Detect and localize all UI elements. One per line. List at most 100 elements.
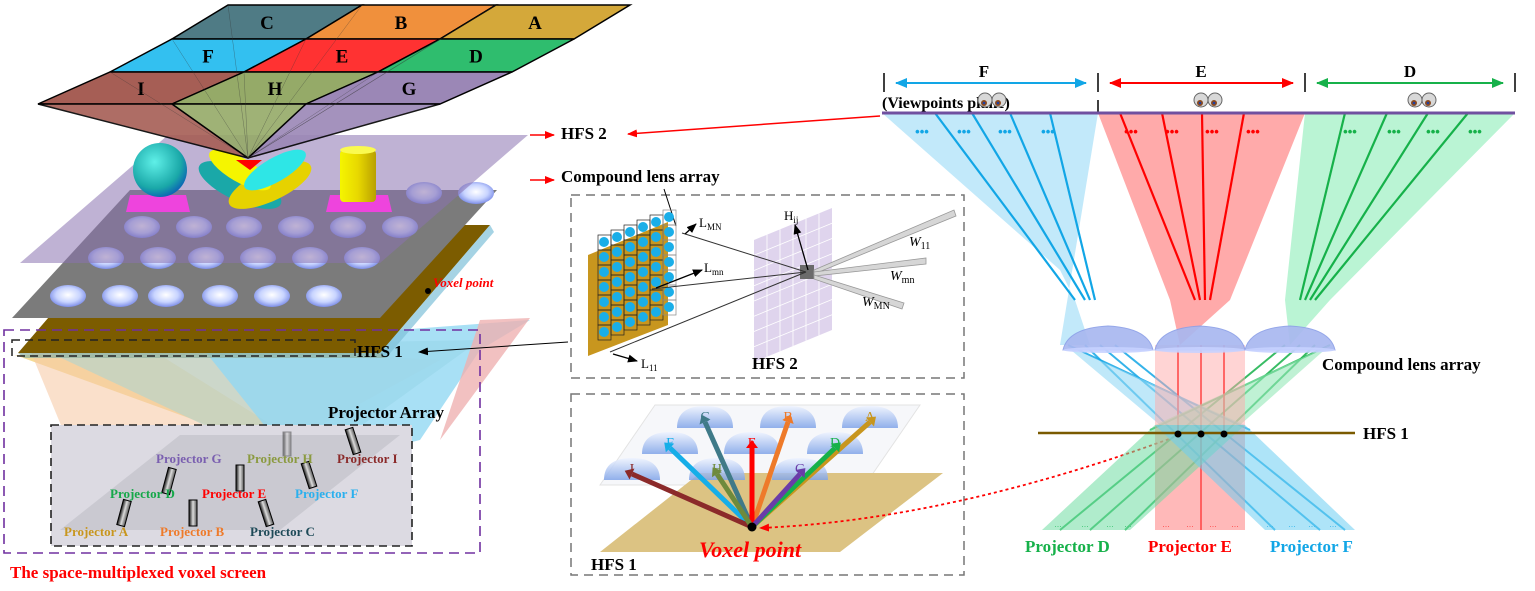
ray-l11	[609, 271, 807, 353]
right-compound-lenses	[1062, 325, 1336, 353]
fan-d	[1285, 113, 1515, 345]
lens-dot	[612, 262, 622, 272]
ellipsis-mark: •••	[1205, 124, 1219, 139]
viewpoint-cell-label-i: I	[137, 79, 144, 100]
ellipsis-mark: •••	[957, 124, 971, 139]
ellipsis-mark: •••	[1468, 124, 1482, 139]
projector-array-frame	[50, 424, 413, 547]
projector-i-device	[344, 426, 362, 456]
projector-array-label: Projector Array	[328, 403, 444, 422]
lens-dot	[664, 257, 674, 267]
ellipsis-mark: •••	[998, 124, 1012, 139]
lens-dot	[664, 272, 674, 282]
viewpoint-cell-label-g: G	[402, 79, 417, 100]
lens-dot	[599, 282, 609, 292]
lens-dot	[638, 222, 648, 232]
lens-dot	[651, 277, 661, 287]
lens-dot	[625, 317, 635, 327]
voxel-point-dot-detail	[747, 522, 757, 532]
ray-lmn	[651, 271, 807, 290]
projector-e-device	[235, 464, 245, 492]
viewpoint-cell-label-f: F	[202, 47, 214, 68]
hfs1-detail-label: HFS 1	[591, 555, 637, 574]
lens-dot	[664, 242, 674, 252]
ray-c	[702, 420, 755, 529]
projector-d-label-right: Projector D	[1025, 537, 1110, 556]
ellipsis-mark: •••	[1343, 124, 1357, 139]
viewpoint-ray	[1303, 112, 1389, 301]
viewpoint-cell-label-a: A	[528, 13, 542, 34]
projector-f-device	[300, 460, 318, 490]
lens-dome-a	[842, 406, 898, 428]
viewpoint-ray	[1298, 112, 1347, 301]
lens-dot	[638, 297, 648, 307]
ellipsis-mark: •••	[1387, 124, 1401, 139]
lens-dot	[599, 252, 609, 262]
lmn-label: Lmn	[704, 260, 724, 277]
ray-f	[668, 446, 754, 529]
projector-h-device	[282, 431, 292, 457]
wmn-label: Wmn	[890, 269, 914, 286]
hfs2-label: HFS 2	[561, 124, 607, 143]
lens-dot	[625, 242, 635, 252]
projector-c-device	[257, 498, 275, 528]
wMN-label: WMN	[862, 295, 890, 312]
lens-dot	[625, 287, 635, 297]
zone-f-label: F	[979, 62, 989, 81]
detail-box-bottom	[570, 393, 965, 576]
l11-label: L11	[641, 356, 658, 373]
hfs1-dashed-box	[11, 339, 356, 357]
lens-dot	[664, 212, 674, 222]
ray-i	[630, 471, 754, 530]
viewpoint-ray	[1309, 112, 1429, 301]
hfs1-label-left: HFS 1	[357, 342, 403, 361]
viewpoint-ray	[1200, 112, 1207, 301]
fan-f	[882, 113, 1098, 345]
viewpoint-ray	[971, 112, 1086, 301]
viewpoint-ray	[1160, 112, 1202, 301]
lens-dot	[612, 277, 622, 287]
lens-dot	[625, 257, 635, 267]
viewpoint-cell-label-b: B	[395, 13, 408, 34]
projector-d-label: Projector D	[110, 486, 175, 501]
hij-arrow	[793, 224, 809, 271]
lens-dot	[612, 322, 622, 332]
hfs1-pointer-arrow	[418, 341, 569, 356]
cylinder	[340, 150, 376, 202]
viewpoint-cell-label-d: D	[469, 47, 483, 68]
voxel-screen-frame	[3, 329, 481, 554]
projector-f-label: Projector F	[295, 486, 358, 501]
lens-dot	[599, 237, 609, 247]
viewpoint-cell-label-e: E	[336, 47, 349, 68]
hfs1-label-right: HFS 1	[1363, 424, 1409, 443]
lens-dot	[638, 237, 648, 247]
lens-dot	[599, 267, 609, 277]
lens-dot	[664, 302, 674, 312]
lens-dot	[612, 307, 622, 317]
voxel-ray-arrows	[624, 414, 876, 530]
lens-dot	[664, 287, 674, 297]
ray-g	[750, 472, 802, 529]
viewpoints-to-hfs2-arrow	[627, 115, 881, 138]
lens-dot	[638, 267, 648, 277]
voxel-point-dot	[425, 288, 431, 294]
projector-f-label-right: Projector F	[1270, 537, 1353, 556]
lens-dot	[651, 217, 661, 227]
viewer-eyes	[977, 92, 1437, 108]
compound-lens-2	[1154, 325, 1246, 351]
left-panel: Projector G Projector H Projector I Proj…	[3, 4, 633, 582]
ellipsis-mark: •••	[1041, 124, 1055, 139]
hogel-hij	[800, 265, 814, 279]
projector-devices	[116, 426, 362, 528]
beam-wMN	[813, 274, 905, 310]
projector-d-device	[161, 466, 177, 496]
w11-label: W11	[909, 235, 930, 252]
lens-dot	[599, 312, 609, 322]
projector-g-label: Projector G	[156, 451, 222, 466]
compound-lens-1	[1062, 325, 1154, 351]
lens-dome-i	[604, 458, 660, 480]
ellipsis-mark: •••	[1124, 124, 1138, 139]
viewpoint-ray	[1314, 112, 1469, 301]
voxel-mapping-dotted-arrow	[759, 434, 1181, 532]
